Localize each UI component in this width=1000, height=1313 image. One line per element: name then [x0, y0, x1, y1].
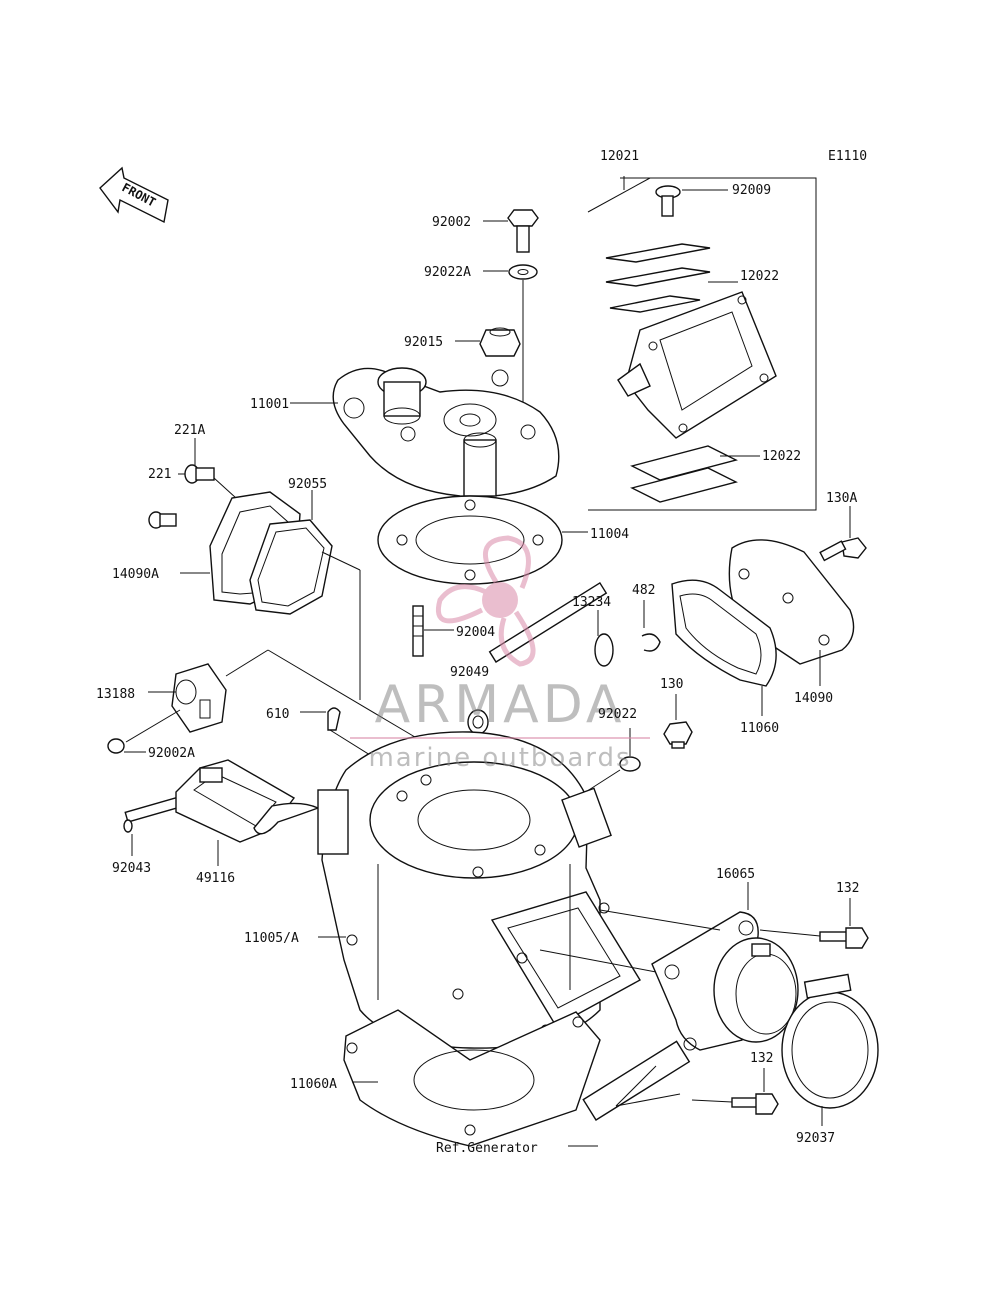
- label-12022-lower: 12022: [762, 449, 801, 464]
- part-labels: 12021 92009 92002 12022 92022A 92015 110…: [96, 149, 859, 1156]
- washer-part: [508, 264, 538, 280]
- bolt-132-upper-part: [819, 927, 869, 949]
- head-bolt-part: [507, 209, 539, 253]
- label-130a: 130A: [826, 491, 857, 506]
- cylinder-head-part: [332, 367, 560, 498]
- bolt-130-part: [663, 721, 693, 749]
- label-130: 130: [660, 677, 683, 692]
- washer-92022-part: [619, 756, 641, 772]
- circlip-part: [641, 633, 661, 652]
- label-92055: 92055: [288, 477, 327, 492]
- label-92049: 92049: [450, 665, 489, 680]
- base-gasket-part: [343, 1009, 601, 1147]
- reed-screw-part: [655, 185, 681, 217]
- label-132-upper: 132: [836, 881, 859, 896]
- label-221a: 221A: [174, 423, 205, 438]
- valve-cover-gasket-part: [671, 579, 777, 687]
- label-11001: 11001: [250, 397, 289, 412]
- reed-plates-part: [605, 243, 711, 313]
- label-132-lower: 132: [750, 1051, 773, 1066]
- label-11060a: 11060A: [290, 1077, 337, 1092]
- label-482: 482: [632, 583, 655, 598]
- label-221: 221: [148, 467, 171, 482]
- label-11004: 11004: [590, 527, 629, 542]
- head-gasket-part: [377, 495, 563, 585]
- bolt-130a-part: [819, 537, 867, 562]
- propeller-logo-icon: [436, 535, 536, 667]
- screw-92002a-part: [107, 738, 125, 754]
- label-92009: 92009: [732, 183, 771, 198]
- nut-part: [479, 327, 521, 357]
- label-13188: 13188: [96, 687, 135, 702]
- label-14090: 14090: [794, 691, 833, 706]
- label-12022-upper: 12022: [740, 269, 779, 284]
- diagram-code: E1110: [828, 149, 867, 164]
- clamp-part: [781, 973, 879, 1109]
- label-92002a: 92002A: [148, 746, 195, 761]
- reed-valve-group-outline: [587, 176, 817, 511]
- label-92043: 92043: [112, 861, 151, 876]
- stud-bolt-part: [412, 605, 424, 657]
- label-49116: 49116: [196, 871, 235, 886]
- label-12021: 12021: [600, 149, 639, 164]
- label-14090a: 14090A: [112, 567, 159, 582]
- valve-rod-part: [488, 581, 614, 667]
- shaft-part: [123, 795, 185, 833]
- label-16065: 16065: [716, 867, 755, 882]
- cylinder-part: [317, 731, 641, 1049]
- generator-bracket-part: [582, 1040, 691, 1121]
- label-92004: 92004: [456, 625, 495, 640]
- watermark-brand: ARMADA: [375, 675, 626, 735]
- reed-gasket-part: [630, 445, 738, 503]
- intake-manifold-part: [651, 911, 799, 1051]
- label-11005a: 11005/A: [244, 931, 299, 946]
- label-92002: 92002: [432, 215, 471, 230]
- label-92022a: 92022A: [424, 265, 471, 280]
- label-92022: 92022: [598, 707, 637, 722]
- cover-gasket-part: [249, 519, 333, 615]
- reed-valve-body-part: [617, 291, 777, 439]
- pin-part: [327, 707, 341, 731]
- valve-bracket-part: [175, 759, 320, 843]
- label-610: 610: [266, 707, 289, 722]
- watermark: ARMADA marine outboards: [350, 535, 650, 773]
- label-11060: 11060: [740, 721, 779, 736]
- label-92015: 92015: [404, 335, 443, 350]
- front-arrow-icon: FRONT: [99, 166, 169, 224]
- label-ref-generator: Ref.Generator: [436, 1141, 538, 1156]
- label-92037: 92037: [796, 1131, 835, 1146]
- screw-221-part: [184, 464, 215, 484]
- label-13234: 13234: [572, 595, 611, 610]
- screw-left-part: [148, 511, 177, 529]
- holder-part: [171, 663, 227, 733]
- watermark-tagline: marine outboards: [368, 743, 631, 773]
- bolt-132-lower-part: [731, 1093, 779, 1115]
